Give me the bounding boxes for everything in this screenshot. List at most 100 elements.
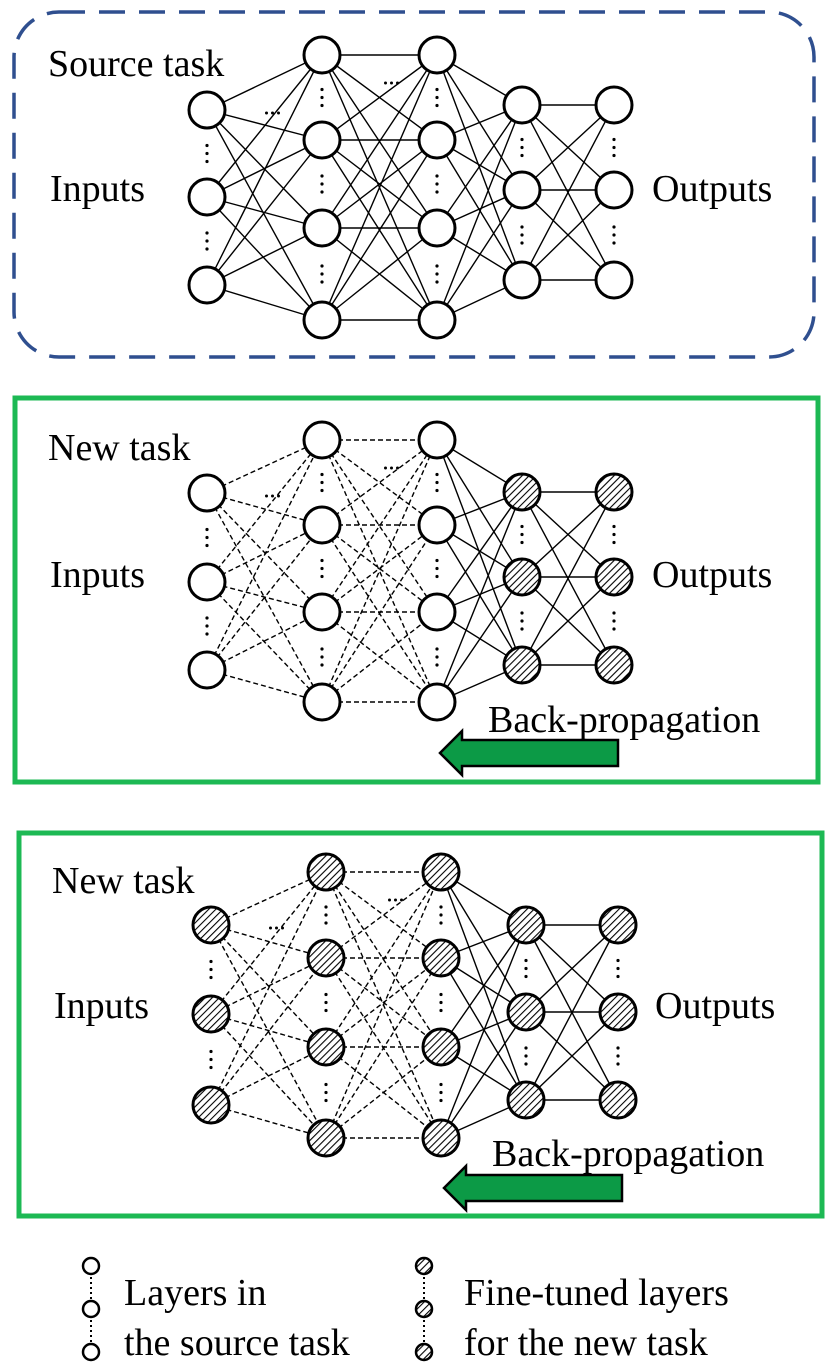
ellipsis-dot: [209, 967, 213, 972]
neuron-node: [302, 592, 342, 632]
ellipsis-dot: [324, 992, 328, 997]
ellipsis-dot: [320, 103, 324, 108]
ellipsis-dot: [320, 647, 324, 651]
new-task-2-inputs-label: Inputs: [54, 985, 149, 1027]
new-task-network-2: [191, 852, 638, 1158]
ellipsis-dot: [388, 898, 391, 902]
connection-line: [210, 924, 327, 1139]
finetuned-neuron-node: [191, 1085, 231, 1125]
ellipsis-dot: [520, 627, 524, 631]
ellipsis-dot: [616, 1062, 620, 1066]
ellipsis-dot: [520, 241, 524, 245]
connection-line: [436, 104, 523, 229]
ellipsis-dot: [616, 974, 620, 979]
connection-line: [325, 871, 442, 1139]
ellipsis-dot: [520, 611, 524, 615]
connection-line: [321, 227, 438, 321]
neuron-node: [417, 592, 457, 632]
ellipsis-dot: [205, 543, 209, 548]
connection-line: [206, 492, 323, 613]
new-task-1-backprop-label: Back-propagation: [488, 699, 760, 741]
ellipsis-dot: [524, 958, 528, 963]
connection-line: [325, 957, 442, 1048]
ellipsis-dot: [612, 145, 616, 150]
ellipsis-dot: [320, 488, 324, 493]
finetuned-neuron-node: [594, 645, 634, 685]
connection-line: [521, 491, 615, 666]
ellipsis-dot: [520, 233, 524, 237]
ellipsis-dot: [396, 81, 399, 85]
ellipsis-dot: [205, 632, 209, 636]
source-inputs-label: Inputs: [50, 168, 145, 210]
new-task-network-1: [187, 420, 634, 722]
connection-line: [440, 1011, 527, 1139]
new-task-2-backprop-label: Back-propagation: [492, 1133, 764, 1175]
ellipsis-dot: [520, 619, 524, 623]
ellipsis-dot: [320, 174, 324, 178]
ellipsis-dot: [209, 1049, 213, 1054]
ellipsis-dot: [616, 966, 620, 971]
ellipsis-dot: [439, 905, 443, 909]
ellipsis-dot: [324, 1008, 328, 1013]
ellipsis-dot: [400, 898, 403, 902]
ellipsis-dot: [612, 532, 616, 537]
new-task-2-title: New task: [52, 860, 194, 902]
new-task-1-title: New task: [48, 427, 190, 469]
connection-line: [206, 669, 323, 703]
ellipsis-dot: [520, 524, 524, 529]
ellipsis-dot: [520, 145, 524, 150]
connection-line: [325, 957, 442, 1139]
finetuned-neuron-node: [191, 905, 231, 945]
connection-line: [206, 492, 323, 526]
ellipsis-dot: [439, 1098, 443, 1103]
ellipsis-dot: [394, 898, 397, 902]
ellipsis-dot: [320, 574, 324, 579]
ellipsis-dot: [435, 472, 439, 477]
finetuned-neuron-node: [598, 905, 638, 945]
ellipsis-dot: [324, 1098, 328, 1103]
finetuned-neuron-node: [421, 1027, 461, 1067]
connection-line: [436, 189, 523, 321]
connection-line: [210, 871, 327, 1015]
connection-line: [321, 524, 438, 613]
ellipsis-dot: [435, 566, 439, 571]
ellipsis-dot: [612, 241, 616, 245]
connection-line: [321, 139, 438, 229]
ellipsis-dot: [384, 81, 387, 85]
neuron-node: [502, 85, 542, 125]
ellipsis-dot: [612, 233, 616, 237]
ellipsis-dot: [320, 95, 324, 100]
ellipsis-dot: [205, 247, 209, 251]
finetuned-neuron-node: [598, 1080, 638, 1120]
neuron-node: [187, 177, 227, 217]
connection-line: [206, 139, 323, 286]
finetuned-neuron-node: [502, 557, 542, 597]
neuron-node: [187, 650, 227, 690]
ellipsis-dot: [612, 137, 616, 142]
connection-line: [210, 1013, 327, 1048]
ellipsis-dot: [396, 466, 399, 470]
neuron-node: [187, 90, 227, 130]
ellipsis-dot: [612, 627, 616, 631]
ellipsis-dot: [320, 272, 324, 276]
connection-line: [440, 924, 527, 1048]
ellipsis-dot: [320, 182, 324, 186]
connection-line: [325, 1046, 442, 1139]
ellipsis-dot: [435, 95, 439, 100]
ellipsis-dot: [520, 137, 524, 142]
ellipsis-dot: [205, 231, 209, 235]
connection-line: [525, 1011, 619, 1101]
connection-line: [206, 439, 323, 494]
connection-line: [321, 611, 438, 703]
ellipsis-dot: [439, 1082, 443, 1087]
ellipsis-dot: [435, 663, 439, 667]
ellipsis-dot: [520, 540, 524, 545]
ellipsis-dot: [209, 975, 213, 980]
ellipsis-dot: [435, 190, 439, 194]
ellipsis-dot: [524, 966, 528, 971]
ellipsis-dot: [435, 488, 439, 493]
ellipsis-dot: [520, 225, 524, 229]
connection-line: [321, 54, 438, 141]
connection-line: [436, 491, 523, 703]
